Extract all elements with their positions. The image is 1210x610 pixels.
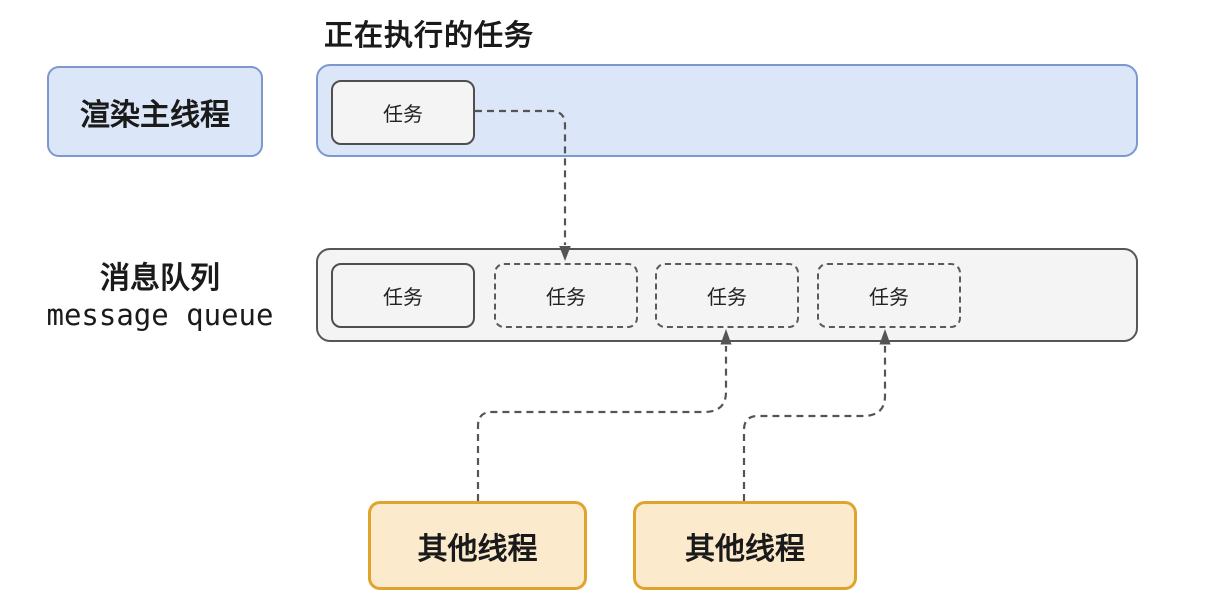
queue-task-3-pending: 任务: [655, 263, 799, 328]
message-queue-label-cn: 消息队列: [100, 262, 220, 295]
queue-task-2-pending: 任务: [494, 263, 638, 328]
arrow-other-thread-1-to-queue: [476, 329, 732, 501]
arrow-other-thread-2-to-queue: [742, 329, 891, 501]
render-main-thread-label: 渲染主线程: [47, 66, 263, 157]
message-queue-label-en: message queue: [46, 298, 274, 332]
running-task-title: 正在执行的任务: [324, 20, 535, 52]
other-thread-2: 其他线程: [633, 501, 857, 590]
message-queue-label: 消息队列 message queue: [10, 262, 310, 332]
render-main-thread-lane: 任务: [316, 64, 1138, 157]
queue-task-1: 任务: [331, 263, 475, 328]
message-queue-lane: 任务 任务 任务 任务: [316, 248, 1138, 342]
running-task-box: 任务: [331, 80, 475, 145]
other-thread-1: 其他线程: [368, 501, 587, 590]
queue-task-4-pending: 任务: [817, 263, 961, 328]
